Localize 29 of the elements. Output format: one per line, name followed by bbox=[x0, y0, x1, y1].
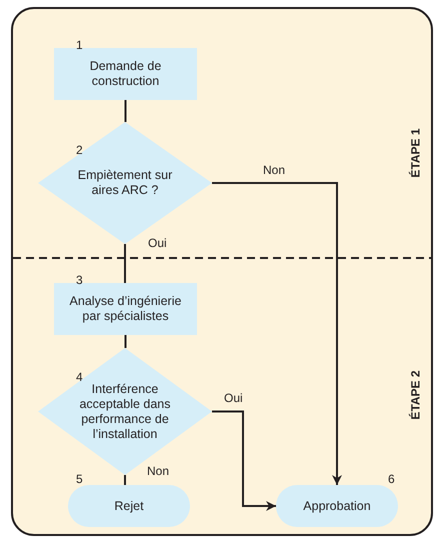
edge-label: Oui bbox=[147, 236, 168, 250]
step-number: 6 bbox=[388, 472, 395, 486]
node-text: Demande de construction bbox=[88, 59, 162, 89]
step-number: 4 bbox=[76, 370, 83, 384]
node-text: Approbation bbox=[303, 498, 371, 514]
step-number: 2 bbox=[76, 143, 83, 157]
step-number: 1 bbox=[76, 38, 83, 52]
connector-line bbox=[124, 244, 126, 283]
stage-label: ÉTAPE 2 bbox=[408, 370, 422, 420]
node-text: Empiètement sur aires ARC ? bbox=[76, 168, 174, 198]
step-number: 3 bbox=[76, 273, 83, 287]
node-text: Analyse d’ingénierie par spécialistes bbox=[68, 294, 182, 324]
edge-label: Non bbox=[262, 163, 286, 177]
terminal-box bbox=[68, 485, 190, 527]
connector-line bbox=[124, 335, 126, 348]
decision-diamond bbox=[38, 348, 212, 475]
step-number: 5 bbox=[76, 472, 83, 486]
terminal-box bbox=[276, 485, 398, 527]
node-text: Rejet bbox=[114, 498, 144, 514]
connector-line bbox=[124, 100, 126, 122]
stage-label: ÉTAPE 1 bbox=[408, 128, 422, 178]
edge-label: Non bbox=[146, 464, 170, 478]
connector-line bbox=[124, 475, 126, 485]
node-text: Interférence acceptable dans performance de l’installation bbox=[78, 382, 172, 442]
process-box bbox=[54, 48, 197, 100]
edge-label: Oui bbox=[223, 391, 244, 405]
process-box bbox=[54, 283, 197, 335]
arrow bbox=[212, 410, 276, 511]
arrow bbox=[212, 182, 342, 485]
